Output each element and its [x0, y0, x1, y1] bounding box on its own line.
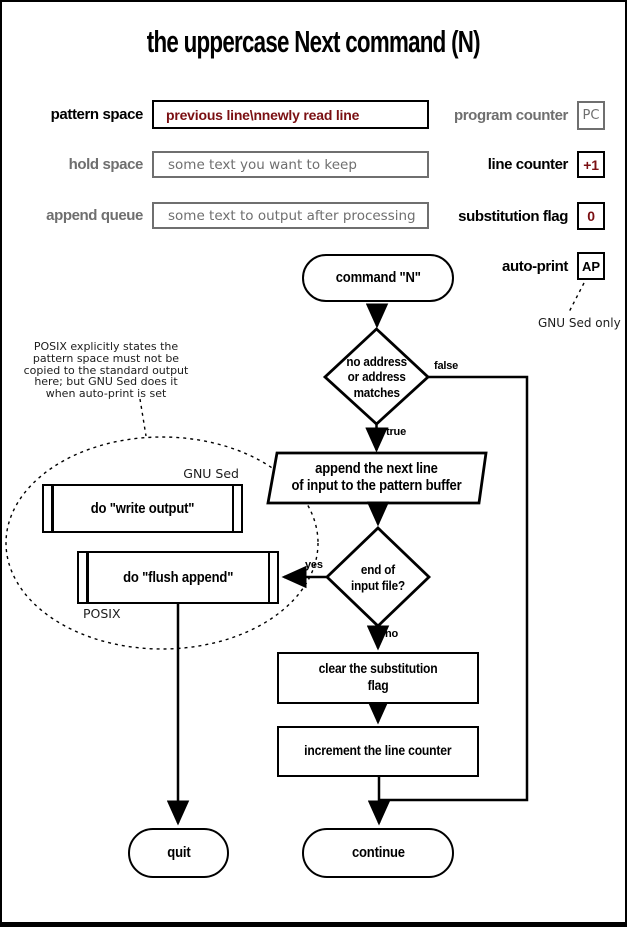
note-connector-line [139, 398, 147, 437]
process-append-text: append the next line of input to the pat… [290, 461, 462, 494]
quit-terminal-label: quit [166, 845, 191, 861]
pattern-space-value: previous line\nnewly read line [166, 106, 360, 123]
program-counter-value: PC [582, 108, 600, 123]
double-bar-left [51, 486, 54, 531]
page-title-text: the uppercase Next command (N) [146, 24, 481, 59]
posix-group-ellipse [5, 436, 319, 650]
flush-append-box: do "flush append" [77, 551, 279, 604]
substitution-flag-value: 0 [587, 208, 595, 224]
auto-print-value: AP [581, 258, 601, 274]
write-output-label: do "write output" [90, 500, 195, 517]
start-terminal: command "N" [302, 254, 454, 302]
process-append-parallelogram [266, 451, 488, 505]
double-bar-right [231, 486, 234, 531]
flush-append-label: do "flush append" [122, 569, 234, 586]
program-counter-box: PC [577, 101, 605, 130]
append-queue-value: some text to output after processing [168, 207, 416, 224]
posix-note: POSIX explicitly states the pattern spac… [23, 340, 189, 401]
edge-label-yes: yes [305, 559, 323, 571]
double-bar-right [267, 553, 270, 602]
double-bar-left [86, 553, 89, 602]
auto-print-connector-line [568, 282, 585, 313]
substitution-flag-box: 0 [577, 202, 605, 230]
edge-label-no: no [385, 628, 399, 640]
gnu-sed-only-note: GNU Sed only [538, 316, 621, 330]
hold-space-value: some text you want to keep [168, 156, 357, 173]
program-counter-label: program counter [453, 107, 568, 124]
auto-print-box: AP [577, 252, 605, 280]
hold-space-label: hold space [68, 156, 144, 173]
quit-terminal: quit [128, 828, 229, 878]
append-queue-field: some text to output after processing [152, 202, 429, 229]
line-counter-value: +1 [583, 156, 599, 173]
clear-flag-label: clear the substitution flag [318, 661, 438, 693]
clear-flag-box: clear the substitution flag [277, 652, 479, 704]
increment-counter-box: increment the line counter [277, 726, 479, 777]
pattern-space-label: pattern space [50, 106, 144, 123]
page-title: the uppercase Next command (N) [2, 24, 625, 60]
edge-label-true: true [386, 426, 406, 438]
write-output-box: do "write output" [42, 484, 243, 533]
append-queue-label: append queue [46, 207, 143, 224]
pattern-space-field: previous line\nnewly read line [152, 100, 429, 129]
continue-terminal: continue [302, 828, 454, 878]
substitution-flag-label: substitution flag [458, 207, 568, 225]
decision-address-text: no address or address matches [346, 353, 407, 400]
edge-false-branch [379, 375, 529, 802]
gnu-sed-tag: GNU Sed [183, 466, 239, 481]
continue-terminal-label: continue [351, 845, 405, 861]
posix-tag: POSIX [83, 606, 121, 621]
start-terminal-label: command "N" [335, 270, 421, 286]
decision-eof-text: end of input file? [351, 562, 405, 593]
line-counter-box: +1 [577, 151, 605, 178]
increment-counter-label: increment the line counter [304, 743, 452, 759]
auto-print-label: auto-print [502, 257, 568, 275]
line-counter-label: line counter [487, 156, 569, 173]
edge-label-false: false [434, 360, 459, 372]
hold-space-field: some text you want to keep [152, 151, 429, 178]
